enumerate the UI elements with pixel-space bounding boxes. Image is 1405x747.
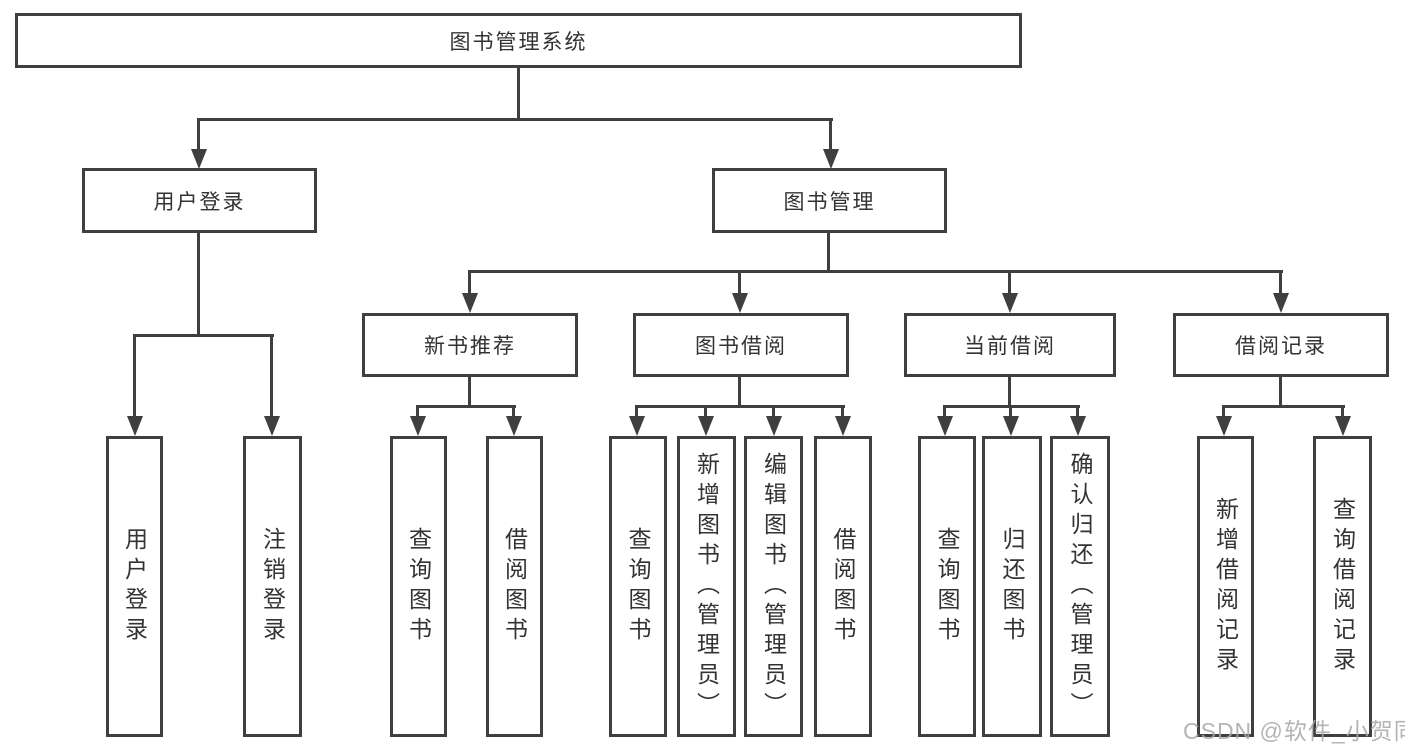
connector-line [270, 334, 273, 418]
node-library-system: 图书管理系统 [15, 13, 1022, 68]
node-label: 借阅图书 [830, 526, 856, 647]
node-book-management: 图书管理 [712, 168, 947, 233]
arrow-down-icon [698, 416, 714, 436]
node-label: 编辑图书（管理员） [760, 451, 787, 722]
connector-line [772, 405, 775, 419]
leaf-logout: 注销登录 [243, 436, 302, 737]
node-label: 借阅图书 [501, 526, 528, 647]
node-label: 确认归还（管理员） [1067, 451, 1093, 722]
connector-line [416, 405, 419, 419]
connector-line [1279, 375, 1282, 408]
arrow-down-icon [127, 416, 143, 436]
node-label: 新书推荐 [424, 335, 516, 358]
connector-line [738, 270, 741, 296]
arrow-down-icon [1002, 293, 1018, 313]
leaf-add-book-admin: 新增图书（管理员） [677, 436, 736, 737]
node-label: 查询图书 [405, 526, 432, 647]
connector-line [635, 405, 638, 419]
arrow-down-icon [1070, 416, 1086, 436]
node-borrow-records: 借阅记录 [1173, 313, 1389, 377]
leaf-borrow-books-recommend: 借阅图书 [486, 436, 543, 737]
connector-line [512, 405, 515, 419]
connector-line [704, 405, 707, 419]
leaf-query-books-recommend: 查询图书 [390, 436, 447, 737]
leaf-query-borrow-record: 查询借阅记录 [1313, 436, 1372, 737]
node-label: 注销登录 [259, 526, 286, 647]
node-label: 借阅记录 [1235, 335, 1327, 358]
node-label: 查询图书 [625, 526, 651, 647]
connector-line [738, 375, 741, 408]
arrow-down-icon [1216, 416, 1232, 436]
arrow-down-icon [462, 293, 478, 313]
connector-line [1008, 270, 1011, 296]
node-label: 图书管理 [783, 190, 876, 214]
leaf-query-books-current: 查询图书 [918, 436, 976, 737]
connector-line [1341, 405, 1344, 419]
node-new-book-recommend: 新书推荐 [362, 313, 578, 377]
connector-line [133, 334, 136, 418]
node-label: 查询借阅记录 [1329, 496, 1356, 677]
connector-line [1009, 405, 1012, 419]
connector-line [1279, 270, 1282, 296]
connector-line [827, 231, 830, 273]
node-label: 归还图书 [999, 526, 1025, 647]
connector-line [416, 405, 516, 408]
connector-line [841, 405, 844, 419]
leaf-add-borrow-record: 新增借阅记录 [1197, 436, 1254, 737]
arrow-down-icon [1335, 416, 1351, 436]
node-user-login: 用户登录 [82, 168, 317, 233]
connector-line [1222, 405, 1345, 408]
leaf-confirm-return-admin: 确认归还（管理员） [1050, 436, 1110, 737]
leaf-borrow-books: 借阅图书 [814, 436, 872, 737]
connector-line [197, 118, 200, 151]
connector-line [1008, 375, 1011, 408]
connector-line [197, 231, 200, 336]
connector-line [943, 405, 946, 419]
arrow-down-icon [823, 149, 839, 169]
arrow-down-icon [191, 149, 207, 169]
connector-line [1076, 405, 1079, 419]
arrow-down-icon [264, 416, 280, 436]
arrow-down-icon [1003, 416, 1019, 436]
arrow-down-icon [506, 416, 522, 436]
node-book-borrow: 图书借阅 [633, 313, 849, 377]
arrow-down-icon [410, 416, 426, 436]
node-label: 新增借阅记录 [1212, 496, 1239, 677]
arrow-down-icon [937, 416, 953, 436]
node-label: 用户登录 [121, 526, 148, 647]
connector-line [468, 270, 471, 296]
node-label: 用户登录 [153, 190, 246, 214]
node-label: 当前借阅 [964, 335, 1056, 358]
connector-line [197, 118, 833, 121]
node-label: 查询图书 [934, 526, 960, 647]
node-label: 图书借阅 [695, 335, 787, 358]
arrow-down-icon [1273, 293, 1289, 313]
leaf-user-login: 用户登录 [106, 436, 163, 737]
connector-line [635, 405, 845, 408]
arrow-down-icon [732, 293, 748, 313]
connector-line [468, 270, 1283, 273]
connector-line [133, 334, 274, 337]
connector-line [517, 66, 520, 121]
arrow-down-icon [629, 416, 645, 436]
arrow-down-icon [835, 416, 851, 436]
leaf-edit-book-admin: 编辑图书（管理员） [744, 436, 803, 737]
connector-line [1222, 405, 1225, 419]
node-label: 图书管理系统 [449, 30, 588, 54]
leaf-return-books: 归还图书 [982, 436, 1042, 737]
leaf-query-books-borrow: 查询图书 [609, 436, 667, 737]
csdn-watermark: CSDN @软件_小贺同学 [1183, 718, 1405, 744]
node-current-borrow: 当前借阅 [904, 313, 1116, 377]
connector-line [829, 118, 832, 151]
connector-line [468, 375, 471, 408]
node-label: 新增图书（管理员） [693, 451, 720, 722]
arrow-down-icon [766, 416, 782, 436]
